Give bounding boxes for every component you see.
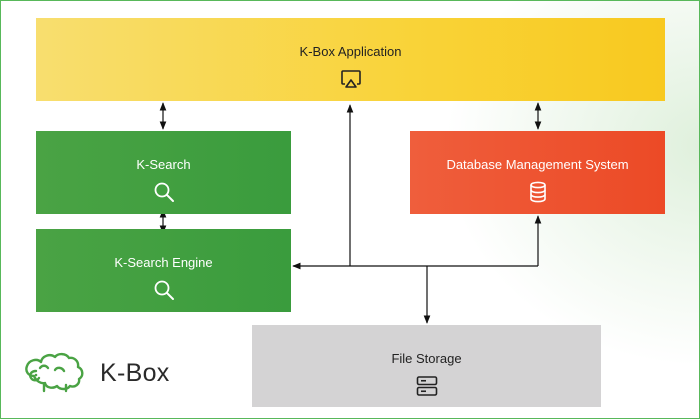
search-icon bbox=[154, 280, 174, 300]
ksearch-engine-box: K-Search Engine bbox=[36, 229, 291, 312]
airplay-icon bbox=[340, 70, 361, 88]
application-box: K-Box Application bbox=[36, 18, 665, 101]
dbms-box: Database Management System bbox=[410, 131, 665, 214]
ksearch-engine-label: K-Search Engine bbox=[114, 255, 213, 270]
application-label: K-Box Application bbox=[299, 44, 402, 59]
dbms-label: Database Management System bbox=[446, 157, 629, 172]
file-storage-label: File Storage bbox=[391, 351, 462, 366]
server-icon bbox=[416, 376, 437, 396]
file-storage-box: File Storage bbox=[252, 325, 601, 407]
ksearch-label: K-Search bbox=[136, 157, 191, 172]
brand: K-Box bbox=[22, 348, 170, 398]
sheep-logo bbox=[25, 352, 84, 393]
database-icon bbox=[529, 181, 546, 203]
brand-name: K-Box bbox=[100, 358, 170, 387]
search-icon bbox=[154, 182, 174, 202]
ksearch-box: K-Search bbox=[36, 131, 291, 214]
